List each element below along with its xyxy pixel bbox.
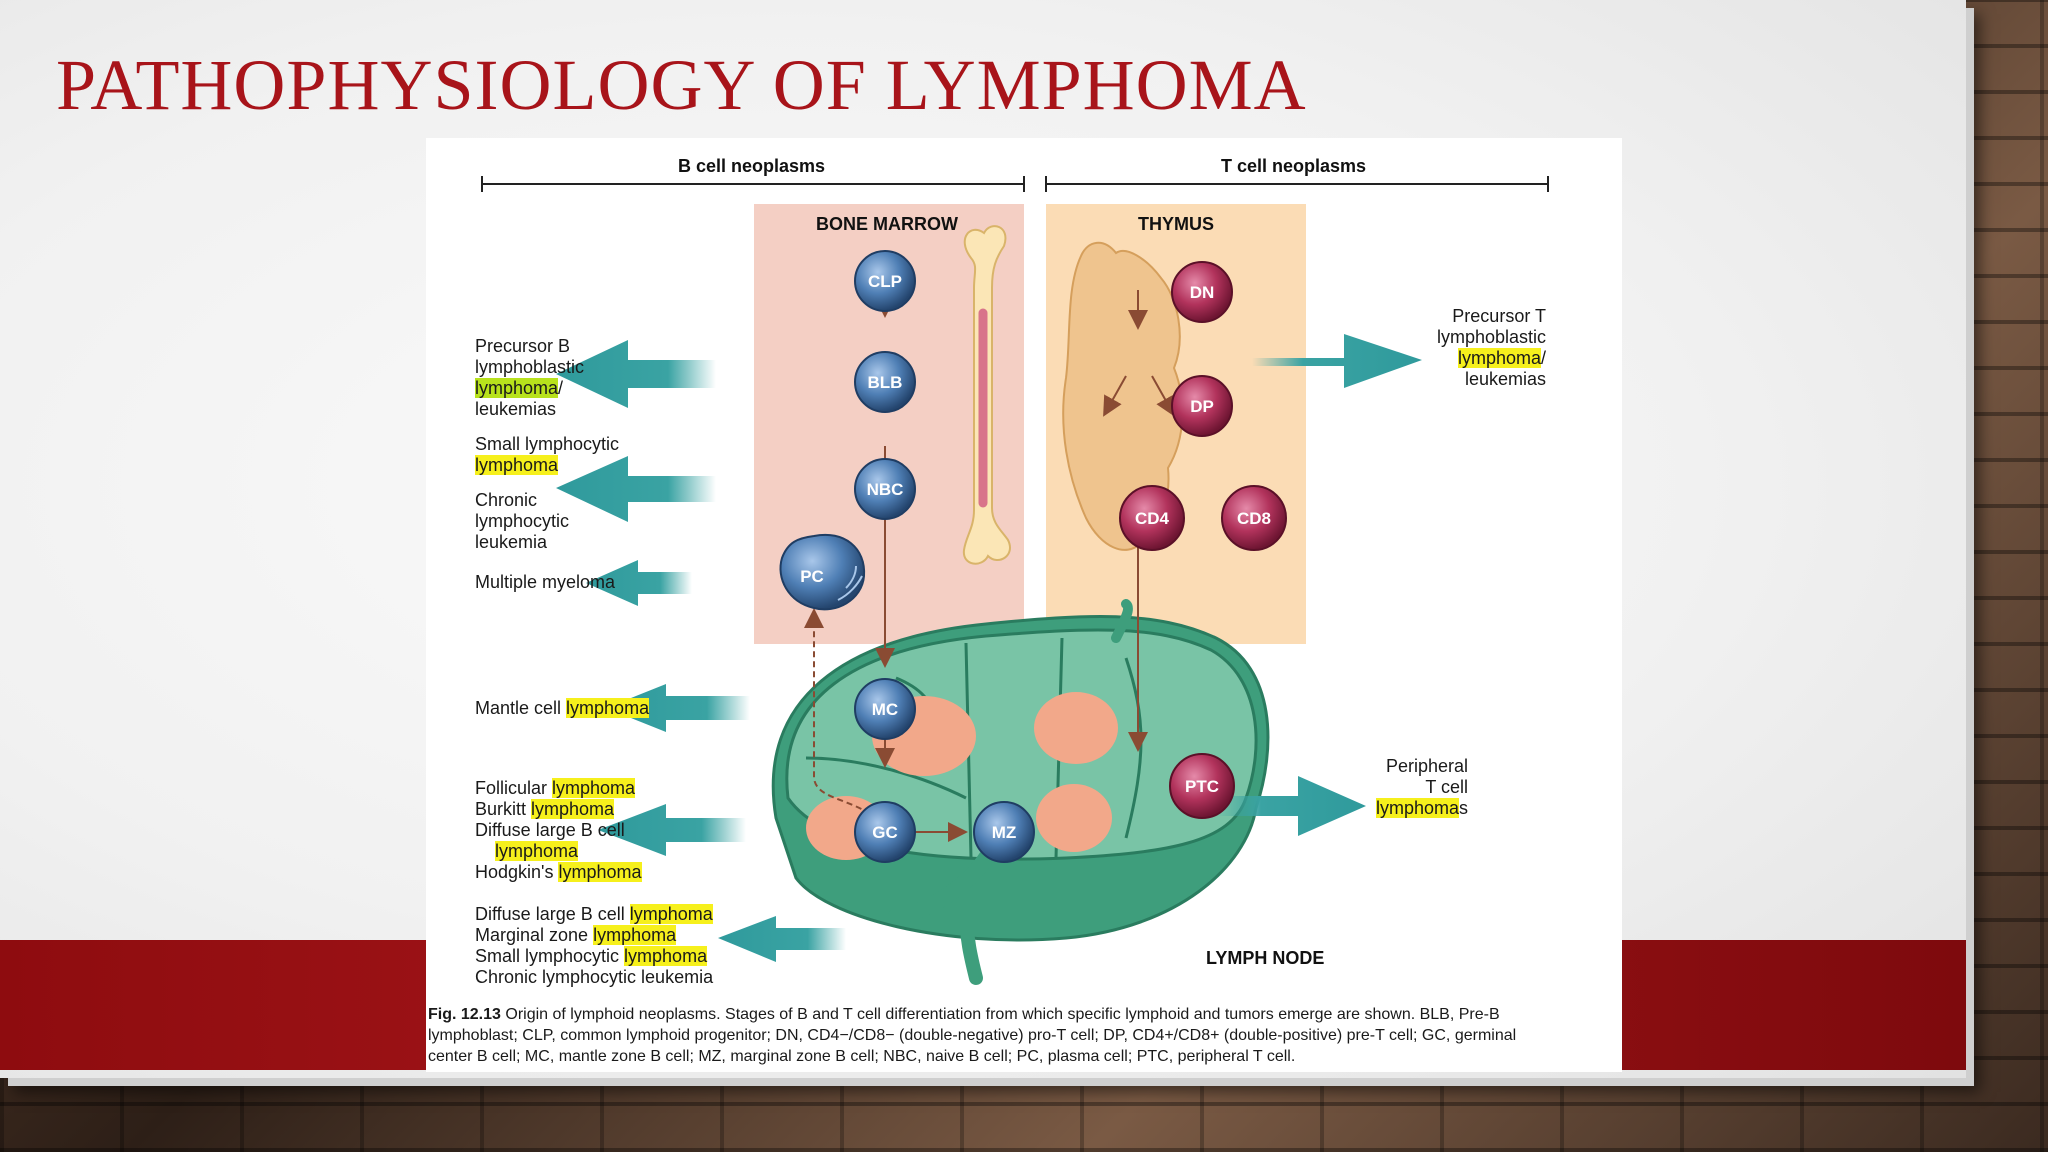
cell-label-dp: DP bbox=[1190, 397, 1214, 416]
cell-nbc bbox=[854, 458, 916, 520]
cell-label-mc: MC bbox=[872, 700, 898, 719]
label-precursor-b: Precursor B lymphoblastic lymphoma/ leuk… bbox=[475, 336, 585, 419]
cell-mc bbox=[854, 678, 916, 740]
cell-pc bbox=[779, 533, 866, 611]
label-marginal-zone-group: Diffuse large B cell lymphoma Marginal z… bbox=[475, 904, 714, 987]
t-cell-header: T cell neoplasms bbox=[1221, 156, 1367, 176]
cell-label-pc: PC bbox=[800, 567, 824, 586]
caption-line-2: lymphoblast; CLP, common lymphoid progen… bbox=[428, 1027, 1517, 1044]
bone-illustration bbox=[962, 225, 1011, 565]
label-mantle-cell: Mantle cell lymphoma bbox=[475, 698, 650, 718]
bone-marrow-header: BONE MARROW bbox=[816, 214, 958, 234]
cell-label-cd8: CD8 bbox=[1237, 509, 1271, 528]
slide: PATHOPHYSIOLOGY OF LYMPHOMA bbox=[0, 0, 1966, 1078]
label-small-lymphocytic: Small lymphocytic lymphoma bbox=[475, 434, 620, 475]
label-precursor-t: Precursor T lymphoblastic lymphoma/ leuk… bbox=[1436, 306, 1546, 389]
arrow-multiple-myeloma bbox=[586, 560, 692, 606]
caption-line-3: center B cell; MC, mantle zone B cell; M… bbox=[428, 1048, 1296, 1065]
cell-label-gc: GC bbox=[872, 823, 898, 842]
cell-dp bbox=[1171, 375, 1233, 437]
arrow-marginal-zone bbox=[718, 916, 846, 962]
label-chronic-lymphocytic: Chronic lymphocytic leukemia bbox=[475, 490, 570, 552]
cell-label-dn: DN bbox=[1190, 283, 1215, 302]
label-peripheral-t: Peripheral T cell lymphomas bbox=[1375, 756, 1468, 818]
cell-label-nbc: NBC bbox=[867, 480, 904, 499]
caption-line-1: Origin of lymphoid neoplasms. Stages of … bbox=[500, 1006, 1500, 1023]
t-cell-ruler bbox=[1045, 176, 1549, 192]
cell-label-mz: MZ bbox=[992, 823, 1017, 842]
b-cell-header: B cell neoplasms bbox=[678, 156, 826, 176]
cell-gc bbox=[854, 801, 916, 863]
label-multiple-myeloma: Multiple myeloma bbox=[475, 572, 616, 592]
cell-clp bbox=[854, 250, 916, 312]
arrow-precursor-b bbox=[556, 340, 716, 408]
caption-fig-number: Fig. 12.13 bbox=[428, 1006, 501, 1023]
cell-label-clp: CLP bbox=[868, 272, 902, 291]
lymph-node-header: LYMPH NODE bbox=[1206, 948, 1325, 968]
arrow-follicular bbox=[598, 804, 746, 856]
arrow-mantle-cell bbox=[606, 684, 750, 732]
cell-mz bbox=[973, 801, 1035, 863]
arrow-small-lymphocytic bbox=[556, 456, 716, 522]
lymphoid-neoplasm-figure: CLP BLB NBC PC MC GC MZ DN DP CD4 CD8 PT… bbox=[426, 138, 1622, 1072]
cell-label-blb: BLB bbox=[868, 373, 903, 392]
cell-ptc bbox=[1169, 753, 1235, 819]
cell-dn bbox=[1171, 261, 1233, 323]
cell-cd4 bbox=[1119, 485, 1185, 551]
arrow-precursor-t bbox=[1252, 334, 1422, 388]
cell-label-ptc: PTC bbox=[1185, 777, 1219, 796]
slide-title: PATHOPHYSIOLOGY OF LYMPHOMA bbox=[56, 45, 1307, 125]
diagram-canvas: CLP BLB NBC PC MC GC MZ DN DP CD4 CD8 PT… bbox=[481, 176, 1549, 985]
arrow-peripheral-t bbox=[1216, 776, 1366, 836]
label-follicular-group: Follicular lymphoma Burkitt lymphoma Dif… bbox=[475, 778, 642, 882]
thymus-header: THYMUS bbox=[1138, 214, 1214, 234]
cell-label-cd4: CD4 bbox=[1135, 509, 1170, 528]
b-cell-ruler bbox=[481, 176, 1025, 192]
cell-blb bbox=[854, 351, 916, 413]
figure-caption: Fig. 12.13 Origin of lymphoid neoplasms.… bbox=[428, 1004, 1600, 1067]
cell-cd8 bbox=[1221, 485, 1287, 551]
